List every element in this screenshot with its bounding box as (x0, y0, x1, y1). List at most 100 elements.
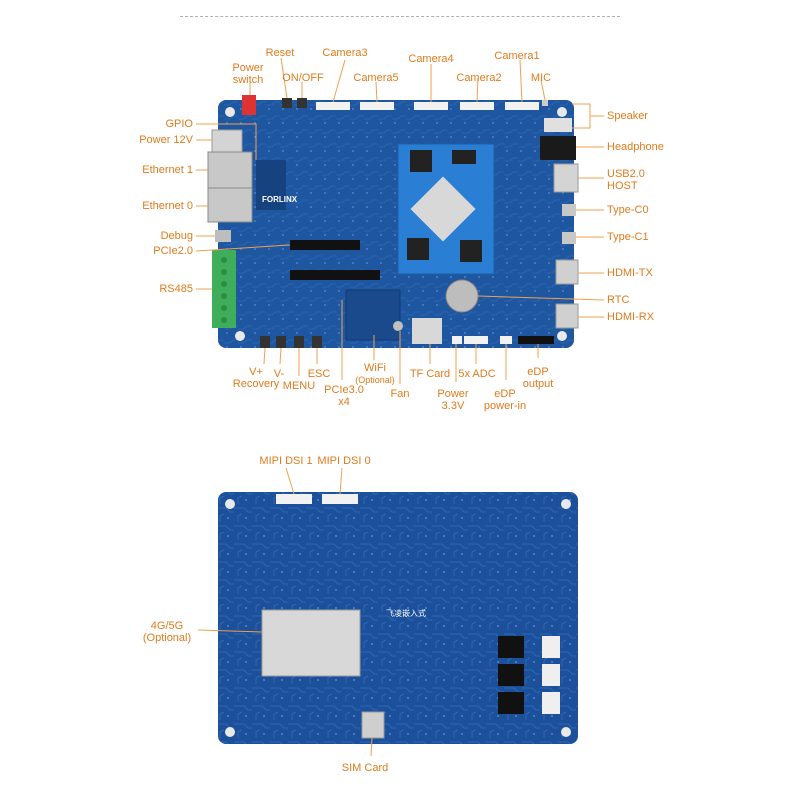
rtc-battery (445, 279, 479, 313)
som-chip (460, 240, 482, 262)
label-wifi-sub: (Optional) (355, 375, 395, 385)
back-component (498, 636, 524, 658)
leader-camera5 (375, 81, 378, 103)
speaker-connector (544, 118, 572, 132)
type-c0-port (562, 204, 576, 216)
label-edp-out: eDP output (523, 366, 554, 390)
label-4g5g-sub: (Optional) (142, 632, 192, 644)
leader-mipi0 (339, 467, 343, 495)
mount-hole (557, 331, 567, 341)
leader-speaker-b (572, 116, 591, 129)
label-edp-in-main: eDP (494, 388, 516, 400)
label-power-12v: Power 12V (139, 134, 193, 146)
mount-hole (225, 727, 235, 737)
label-usb20-main: USB2.0 (607, 168, 645, 180)
label-pcie30: PCIe3.0 x4 (324, 384, 364, 408)
top-divider (180, 16, 620, 17)
soc-chip (410, 176, 476, 242)
label-camera3: Camera3 (322, 47, 368, 59)
camera4-connector (414, 102, 448, 110)
ethernet1-port (207, 151, 253, 189)
label-camera1: Camera1 (494, 50, 540, 62)
label-gpio: GPIO (165, 118, 193, 130)
label-vminus: V- (273, 368, 285, 380)
label-wifi: WiFi (Optional) (355, 362, 395, 386)
label-vplus: V+ Recovery (233, 366, 279, 390)
label-tf-card: TF Card (409, 368, 451, 380)
headphone-jack (540, 136, 576, 160)
back-brand-text: 飞凌嵌入式 (386, 608, 426, 618)
label-vplus-sub: Recovery (232, 378, 280, 390)
back-component (542, 664, 560, 686)
label-power-33: Power 3.3V (437, 388, 468, 412)
label-mipi-dsi1: MIPI DSI 1 (259, 455, 313, 467)
label-mic: MIC (530, 72, 552, 84)
label-debug: Debug (160, 230, 193, 242)
leader-camera2 (476, 77, 479, 103)
leader-lines (195, 57, 605, 757)
label-reset: Reset (265, 47, 295, 59)
back-board: 飞凌嵌入式 (218, 492, 578, 744)
label-type-c1: Type-C1 (607, 231, 649, 243)
sim-card-slot (361, 711, 385, 739)
pcie30-slot (290, 270, 380, 280)
debug-port (215, 230, 231, 242)
label-speaker: Speaker (607, 110, 648, 122)
hdmi-rx-port (555, 303, 579, 329)
esc-button (312, 336, 322, 348)
label-type-c0: Type-C0 (607, 204, 649, 216)
usb20-port (553, 163, 579, 193)
vminus-button (276, 336, 286, 348)
pcie20-slot (290, 240, 360, 250)
reset-button (282, 98, 292, 108)
menu-button (294, 336, 304, 348)
label-camera4: Camera4 (408, 53, 454, 65)
ethernet0-port (207, 187, 253, 223)
label-ethernet1: Ethernet 1 (142, 164, 193, 176)
label-camera2: Camera2 (456, 72, 502, 84)
label-hdmi-rx: HDMI-RX (607, 311, 655, 323)
label-rs485: RS485 (159, 283, 193, 295)
mount-hole (557, 107, 567, 117)
label-usb20-sub: HOST (607, 180, 638, 192)
vplus-button (260, 336, 270, 348)
adc-connector (464, 336, 488, 344)
som-chip (407, 238, 429, 260)
camera3-connector (316, 102, 350, 110)
front-board: FORLINX (207, 95, 579, 348)
leader-mic (540, 79, 546, 101)
camera2-connector (460, 102, 494, 110)
camera5-connector (360, 102, 394, 110)
leader-sim (370, 737, 373, 757)
label-headphone: Headphone (607, 141, 664, 153)
leader-gpio (196, 123, 257, 160)
label-menu: MENU (282, 380, 316, 392)
edp-output-connector (518, 336, 554, 344)
label-wifi-main: WiFi (363, 362, 386, 374)
mipi-dsi0-connector (322, 494, 358, 504)
leader-camera3 (332, 59, 346, 103)
onoff-button (297, 98, 307, 108)
label-power-33-main: Power (437, 388, 469, 400)
label-ethernet0: Ethernet 0 (142, 200, 193, 212)
label-power-switch: Power switch (232, 62, 264, 86)
gpio-area (256, 160, 286, 210)
som-chip (410, 150, 432, 172)
label-pcie20: PCIe2.0 (153, 245, 193, 257)
label-edp-in: eDP power-in (484, 388, 526, 412)
mount-hole (225, 107, 235, 117)
type-c1-port (562, 232, 576, 244)
leader-vminus (279, 347, 282, 365)
leader-reset (280, 57, 288, 99)
brand-text: FORLINX (262, 195, 298, 204)
label-hdmi-tx: HDMI-TX (607, 267, 653, 279)
label-pcie30-main: PCIe3.0 (324, 384, 364, 396)
fan-connector (393, 321, 403, 331)
mount-hole (225, 499, 235, 509)
mount-hole (561, 499, 571, 509)
label-sim-card: SIM Card (341, 762, 389, 774)
label-fan: Fan (390, 388, 410, 400)
leader-rtc (477, 295, 605, 301)
mipi-dsi1-connector (276, 494, 312, 504)
